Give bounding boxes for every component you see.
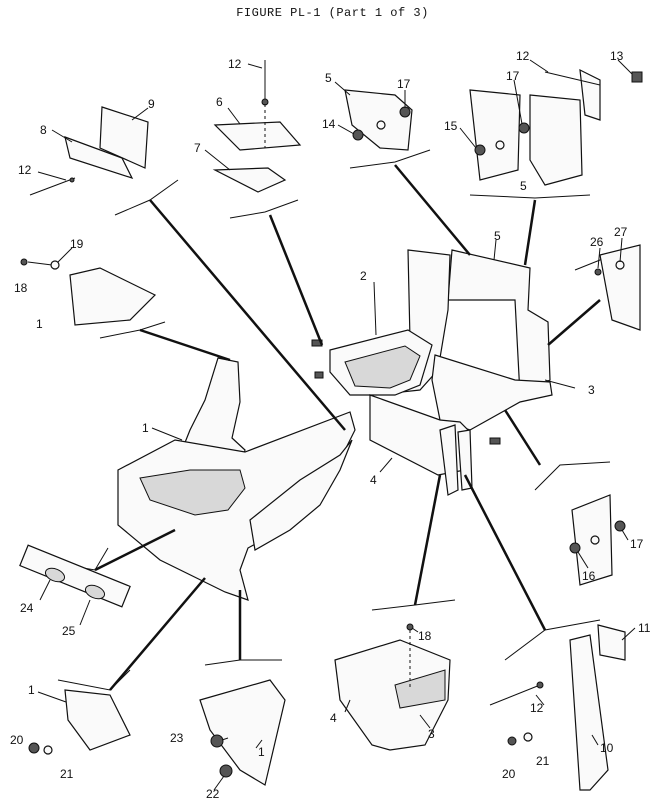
callout-22: 22 (206, 787, 220, 800)
callout-11: 11 (638, 621, 651, 635)
figure-title: FIGURE PL-1 (Part 1 of 3) (236, 6, 429, 20)
callout-13: 13 (610, 49, 624, 63)
callout-12: 12 (516, 49, 530, 63)
inset-part-5-right (469, 68, 643, 186)
hinge-tab-3 (489, 437, 501, 445)
callout-10: 10 (600, 741, 614, 755)
callout-5: 5 (494, 229, 501, 243)
callout-8: 8 (40, 123, 47, 137)
callout-12: 12 (530, 701, 544, 715)
inset-bolt-26-27 (594, 244, 641, 331)
callout-19: 19 (70, 237, 84, 251)
callout-20: 20 (10, 733, 24, 747)
callout-3: 3 (428, 727, 435, 741)
callout-7: 7 (194, 141, 201, 155)
callout-27: 27 (614, 225, 628, 239)
callout-14: 14 (322, 117, 336, 131)
inset-bolt-16-17 (569, 494, 626, 586)
callout-5: 5 (520, 179, 527, 193)
inset-bottom-left (28, 689, 131, 755)
inset-hinge-24-25 (19, 544, 131, 608)
callout-leaders (37, 59, 636, 791)
inset-bolt-18-19 (20, 258, 157, 326)
right-seat-base (431, 354, 553, 431)
callout-12: 12 (228, 57, 242, 71)
callout-2: 2 (360, 269, 367, 283)
callout-21: 21 (60, 767, 74, 781)
right-seat-back (447, 249, 551, 396)
callout-26: 26 (590, 235, 604, 249)
front-cushion (249, 439, 353, 551)
callout-5: 5 (325, 71, 332, 85)
callout-17: 17 (397, 77, 411, 91)
callout-12: 12 (18, 163, 32, 177)
inset-plates-8-9 (29, 106, 149, 196)
callout-18: 18 (418, 629, 432, 643)
callout-1: 1 (28, 683, 35, 697)
callout-1: 1 (36, 317, 43, 331)
leader-lines (94, 164, 601, 691)
main-seat-assembly (117, 249, 553, 601)
callout-15: 15 (444, 119, 458, 133)
callout-21: 21 (536, 754, 550, 768)
callout-24: 24 (20, 601, 34, 615)
side-bracket-left (439, 424, 459, 496)
left-seat-recess (139, 469, 246, 516)
callout-16: 16 (582, 569, 596, 583)
callout-9: 9 (148, 97, 155, 111)
callout-23: 23 (170, 731, 184, 745)
inset-bracket-10-11 (489, 624, 626, 791)
inset-brackets (47, 149, 613, 691)
callout-1: 1 (258, 745, 265, 759)
inset-storage-box (334, 623, 451, 751)
center-seat-recess (344, 345, 421, 389)
callout-4: 4 (330, 711, 337, 725)
callout-17: 17 (630, 537, 644, 551)
callout-6: 6 (216, 95, 223, 109)
callout-25: 25 (62, 624, 76, 638)
callout-3: 3 (588, 383, 595, 397)
callout-18: 18 (14, 281, 28, 295)
callout-1: 1 (142, 421, 149, 435)
callout-4: 4 (370, 473, 377, 487)
inset-panel-22-23 (199, 679, 286, 786)
side-bracket-right (457, 429, 473, 491)
callout-17: 17 (506, 69, 520, 83)
hinge-tab-2 (314, 371, 324, 379)
inset-part-5-top (344, 89, 413, 151)
callout-numbers: 12 5 17 14 12 13 17 15 5 9 8 12 6 7 19 1… (10, 49, 651, 800)
inset-plates-6-7 (212, 60, 302, 193)
callout-20: 20 (502, 767, 516, 781)
